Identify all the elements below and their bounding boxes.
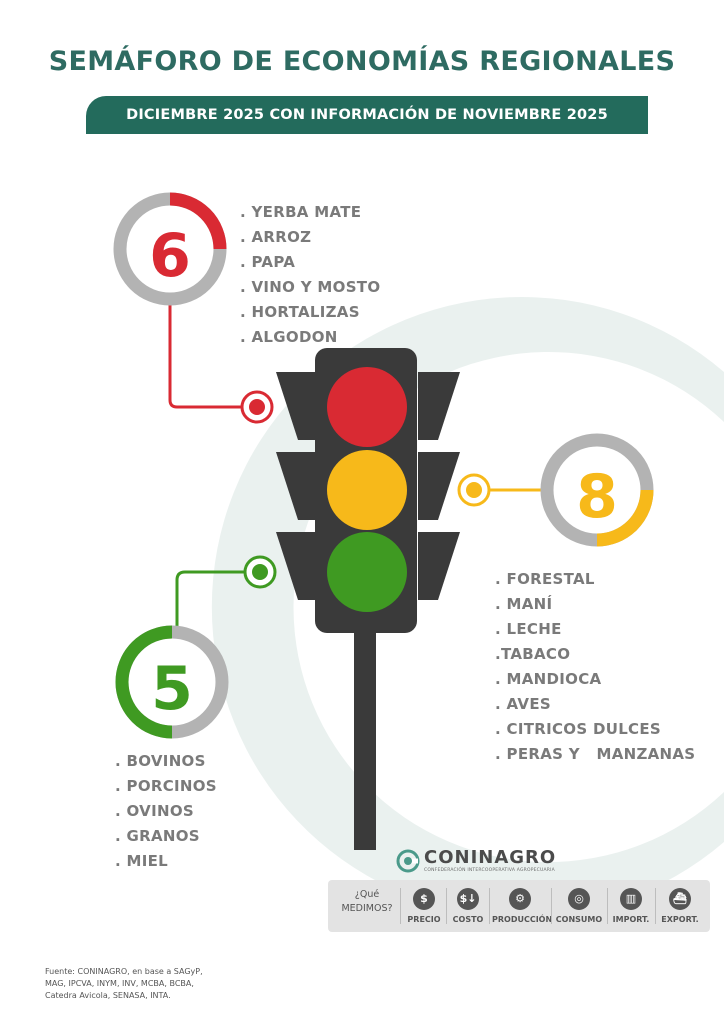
yellow-light xyxy=(327,450,407,530)
measure-label: COSTO xyxy=(452,915,484,924)
red-count: 6 xyxy=(149,221,191,291)
measure-label: PRODUCCIÓN xyxy=(492,915,553,924)
yellow-count: 8 xyxy=(576,462,618,532)
coninagro-logo-icon xyxy=(396,849,420,873)
divider xyxy=(400,888,401,924)
red-connector-line xyxy=(168,300,248,409)
list-item: . BOVINOS xyxy=(115,752,206,770)
traffic-light-pole xyxy=(354,620,376,850)
dollar-coin-icon: $ xyxy=(413,888,435,910)
measure-costo: $↓ COSTO xyxy=(449,888,487,924)
green-products-list: . BOVINOS . PORCINOS . OVINOS . GRANOS .… xyxy=(115,749,217,874)
list-item: . PERAS Y MANZANAS xyxy=(495,745,696,763)
list-item: . AVES xyxy=(495,695,551,713)
measures-panel: ¿Qué MEDIMOS? $ PRECIO $↓ COSTO ⚙ PRODUC… xyxy=(328,880,710,932)
red-light xyxy=(327,367,407,447)
cost-coin-icon: $↓ xyxy=(457,888,479,910)
ship-icon: ⛴ xyxy=(669,888,691,910)
list-item: . LECHE xyxy=(495,620,562,638)
green-connector-line xyxy=(175,570,245,630)
green-count-ring: 5 xyxy=(115,625,229,739)
divider xyxy=(551,888,552,924)
page-title: SEMÁFORO DE ECONOMÍAS REGIONALES xyxy=(48,46,676,77)
basket-icon: ◎ xyxy=(568,888,590,910)
list-item: . MIEL xyxy=(115,852,169,870)
yellow-count-ring: 8 xyxy=(540,433,654,547)
measure-label: CONSUMO xyxy=(555,915,603,924)
brand-tagline: CONFEDERACIÓN INTERCOOPERATIVA AGROPECUA… xyxy=(424,868,555,873)
list-item: . ARROZ xyxy=(240,228,312,246)
divider xyxy=(446,888,447,924)
red-connector-dot-center xyxy=(249,399,265,415)
measure-precio: $ PRECIO xyxy=(404,888,444,924)
measure-label: PRECIO xyxy=(407,915,441,924)
measure-import: ▥ IMPORT. xyxy=(610,888,652,924)
brand-name: CONINAGRO xyxy=(424,847,557,868)
list-item: . YERBA MATE xyxy=(240,203,362,221)
container-icon: ▥ xyxy=(620,888,642,910)
measure-label: IMPORT. xyxy=(612,915,650,924)
list-item: . ALGODON xyxy=(240,328,338,346)
divider xyxy=(607,888,608,924)
green-light xyxy=(327,532,407,612)
list-item: . PORCINOS xyxy=(115,777,217,795)
measures-question: ¿Qué MEDIMOS? xyxy=(341,889,393,914)
divider xyxy=(655,888,656,924)
measure-produccion: ⚙ PRODUCCIÓN xyxy=(492,888,553,924)
red-products-list: . YERBA MATE . ARROZ . PAPA . VINO Y MOS… xyxy=(240,200,380,350)
list-item: . OVINOS xyxy=(115,802,194,820)
measure-label: EXPORT. xyxy=(661,915,699,924)
red-count-ring: 6 xyxy=(113,192,227,306)
measure-export: ⛴ EXPORT. xyxy=(658,888,702,924)
list-item: . PAPA xyxy=(240,253,296,271)
list-item: .TABACO xyxy=(495,645,571,663)
list-item: . MANDIOCA xyxy=(495,670,602,688)
list-item: . HORTALIZAS xyxy=(240,303,360,321)
yellow-connector-dot-center xyxy=(466,482,482,498)
green-count: 5 xyxy=(151,654,193,724)
list-item: . CITRICOS DULCES xyxy=(495,720,662,738)
measure-consumo: ◎ CONSUMO xyxy=(554,888,604,924)
source-note: Fuente: CONINAGRO, en base a SAGyP, MAG,… xyxy=(45,967,203,1000)
yellow-products-list: . FORESTAL . MANÍ . LECHE .TABACO . MAND… xyxy=(495,567,695,767)
list-item: . FORESTAL xyxy=(495,570,595,588)
date-banner: DICIEMBRE 2025 CON INFORMACIÓN DE NOVIEM… xyxy=(86,96,648,134)
green-connector-dot-center xyxy=(252,564,268,580)
list-item: . MANÍ xyxy=(495,595,553,613)
list-item: . GRANOS xyxy=(115,827,200,845)
list-item: . VINO Y MOSTO xyxy=(240,278,381,296)
traffic-light-visors xyxy=(276,372,460,600)
gear-icon: ⚙ xyxy=(509,888,531,910)
divider xyxy=(489,888,490,924)
coninagro-logo: CONINAGRO CONFEDERACIÓN INTERCOOPERATIVA… xyxy=(396,847,596,875)
